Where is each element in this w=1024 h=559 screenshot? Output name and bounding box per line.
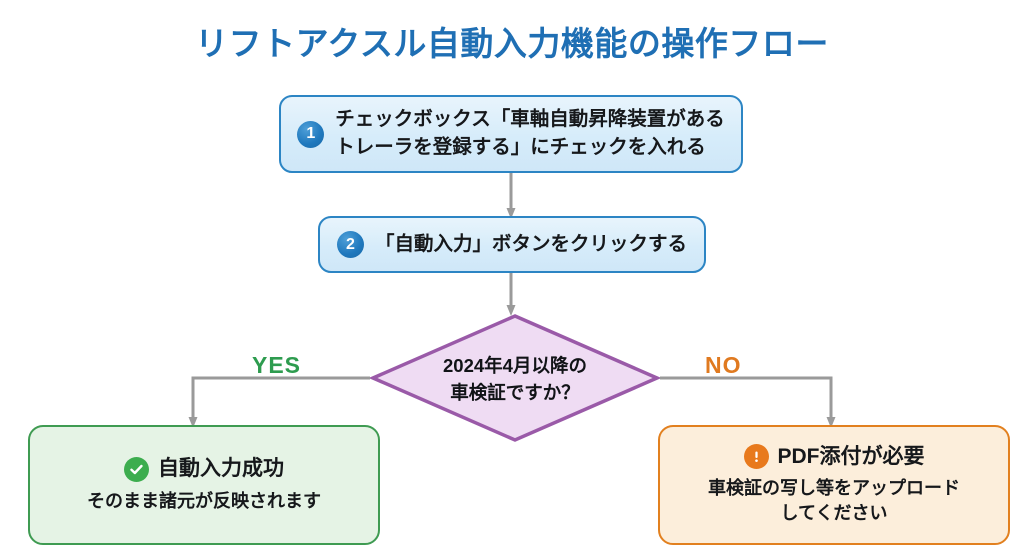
branch-label-yes: YES bbox=[252, 352, 302, 378]
outcome-success-title: 自動入力成功 bbox=[158, 457, 284, 481]
decision-label: 2024年4月以降の 車検証ですか？ bbox=[443, 355, 587, 403]
step-2-label: 「自動入力」ボタンをクリックする bbox=[374, 232, 687, 255]
decision-diamond[interactable]: 2024年4月以降の 車検証ですか？ bbox=[370, 313, 660, 443]
outcome-warning-head: PDF添付が必要 bbox=[743, 444, 925, 470]
step-number-badge-2: 2 bbox=[336, 231, 364, 258]
outcome-box-success[interactable]: 自動入力成功 そのまま諸元が反映されます bbox=[28, 425, 380, 545]
page-title: リフトアクスル自動入力機能の操作フロー bbox=[195, 25, 829, 62]
step-2-content: 2 「自動入力」ボタンをクリックする bbox=[325, 231, 699, 259]
outcome-success-subtitle: そのまま諸元が反映されます bbox=[87, 490, 321, 511]
step-box-1[interactable]: 1 チェックボックス「車軸自動昇降装置がある トレーラを登録する」にチェックを入… bbox=[279, 95, 743, 173]
decision-shape bbox=[370, 314, 660, 442]
outcome-success-head: 自動入力成功 bbox=[124, 456, 284, 482]
step-box-2[interactable]: 2 「自動入力」ボタンをクリックする bbox=[318, 216, 706, 273]
step-number-badge-1: 1 bbox=[297, 120, 325, 148]
outcome-warning-title: PDF添付が必要 bbox=[777, 445, 925, 469]
connector-decision-yes bbox=[188, 376, 370, 428]
check-circle-icon bbox=[124, 456, 149, 482]
outcome-box-warning[interactable]: PDF添付が必要 車検証の写し等をアップロード してください bbox=[658, 425, 1010, 545]
step-1-label: チェックボックス「車軸自動昇降装置がある トレーラを登録する」にチェックを入れる bbox=[335, 108, 725, 158]
exclamation-circle-icon bbox=[743, 444, 769, 470]
branch-label-no: NO bbox=[705, 352, 742, 378]
connector-decision-no bbox=[660, 376, 836, 428]
step-1-content: 1 チェックボックス「車軸自動昇降装置がある トレーラを登録する」にチェックを入… bbox=[285, 106, 736, 161]
outcome-warning-subtitle: 車検証の写し等をアップロード してください bbox=[708, 478, 960, 524]
